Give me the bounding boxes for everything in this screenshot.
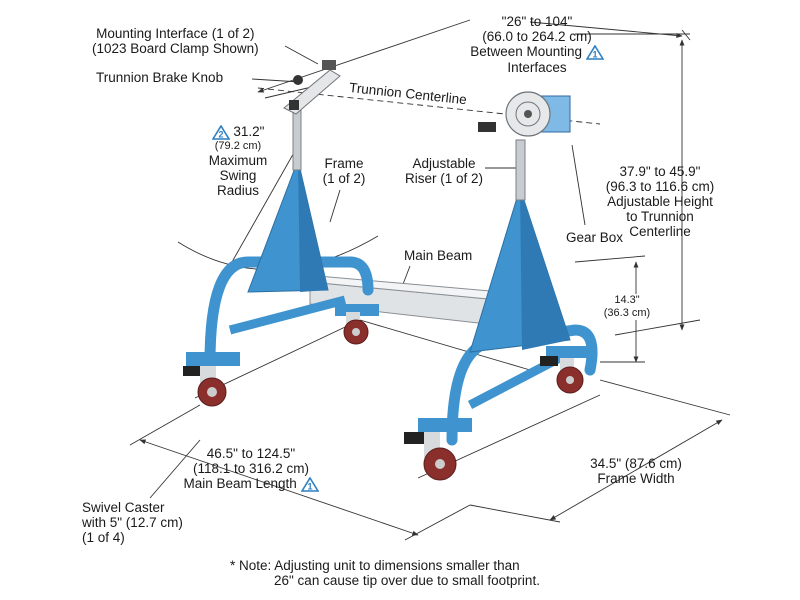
riser-line1: Adjustable (412, 156, 476, 171)
height-line2: (96.3 to 116.6 cm) (605, 179, 715, 194)
mounting-interface-line2: (1023 Board Clamp Shown) (92, 41, 259, 56)
swing-value: 31.2" (233, 124, 265, 139)
svg-text:1: 1 (592, 49, 597, 59)
swivel-caster-label: Swivel Caster with 5" (12.7 cm) (1 of 4) (82, 500, 183, 545)
mounting-interface-line1: Mounting Interface (1 of 2) (96, 26, 255, 41)
riser-label: Adjustable Riser (1 of 2) (398, 156, 490, 186)
frame-width-label: 34.5" (87.6 cm) Frame Width (576, 456, 696, 486)
between-line1: "26" to 104" (501, 14, 573, 29)
riser-line2: Riser (1 of 2) (404, 171, 484, 186)
gear-box-label: Gear Box (566, 230, 624, 245)
swing-metric: (79.2 cm) (214, 139, 262, 152)
frame-width-line2: Frame Width (597, 471, 675, 486)
between-line3-row: Between Mounting 1 (462, 44, 612, 60)
beam-length-label: 46.5" to 124.5" (118.1 to 316.2 cm) Main… (176, 446, 326, 492)
svg-text:1: 1 (307, 481, 312, 491)
height-line3: Adjustable Height (607, 194, 713, 209)
caster-line2: with 5" (12.7 cm) (82, 515, 183, 530)
frame-label: Frame (1 of 2) (314, 156, 374, 186)
left-frame (204, 60, 374, 368)
svg-text:2: 2 (218, 129, 223, 139)
swing-line1: Maximum (208, 152, 268, 168)
beam-length-line2: (118.1 to 316.2 cm) (192, 461, 310, 476)
height-line1: 37.9" to 45.9" (619, 164, 701, 179)
beam-height-label: 14.3" (36.3 cm) (598, 294, 656, 320)
height-label: 37.9" to 45.9" (96.3 to 116.6 cm) Adjust… (590, 164, 730, 239)
caster-front-left (183, 352, 240, 407)
caster-back-left (335, 304, 379, 345)
mounting-interface-label: Mounting Interface (1 of 2) (1023 Board … (92, 26, 259, 56)
note-1-badge-icon: 1 (585, 44, 604, 60)
beam-height-line2: (36.3 cm) (603, 307, 651, 319)
swing-radius-label: 2 31.2" (79.2 cm) Maximum Swing Radius (198, 124, 278, 198)
beam-height-line1: 14.3" (614, 294, 640, 306)
between-interfaces-label: "26" to 104" (66.0 to 264.2 cm) Between … (462, 14, 612, 75)
beam-length-line1: 46.5" to 124.5" (206, 446, 296, 461)
frame-line1: Frame (324, 156, 364, 171)
main-beam-label: Main Beam (404, 248, 473, 263)
tip-over-note: * Note: Adjusting unit to dimensions sma… (230, 558, 540, 588)
caster-front-right (404, 418, 472, 481)
caster-back-right (540, 346, 596, 394)
between-line3: Between Mounting (470, 44, 583, 59)
frame-line2: (1 of 2) (322, 171, 366, 186)
right-frame (446, 91, 598, 446)
brake-knob-label: Trunnion Brake Knob (96, 70, 224, 85)
beam-length-line3-row: Main Beam Length 1 (176, 476, 326, 492)
swing-value-row: 2 31.2" (198, 124, 278, 140)
beam-length-line3: Main Beam Length (183, 476, 297, 491)
note-2-badge-icon: 2 (211, 124, 230, 140)
between-line4: Interfaces (507, 59, 567, 75)
note-line2: 26" can cause tip over due to small foot… (274, 573, 540, 588)
note-1-badge-icon: 1 (300, 476, 319, 492)
between-line2: (66.0 to 264.2 cm) (482, 29, 592, 44)
caster-line1: Swivel Caster (82, 500, 165, 515)
caster-line3: (1 of 4) (82, 530, 125, 545)
height-line4: to Trunnion (626, 209, 694, 224)
swing-line2: Swing (219, 167, 257, 183)
note-line1: * Note: Adjusting unit to dimensions sma… (230, 558, 520, 573)
swing-line3: Radius (216, 182, 260, 198)
frame-width-line1: 34.5" (87.6 cm) (590, 456, 682, 471)
height-line5: Centerline (629, 224, 691, 239)
